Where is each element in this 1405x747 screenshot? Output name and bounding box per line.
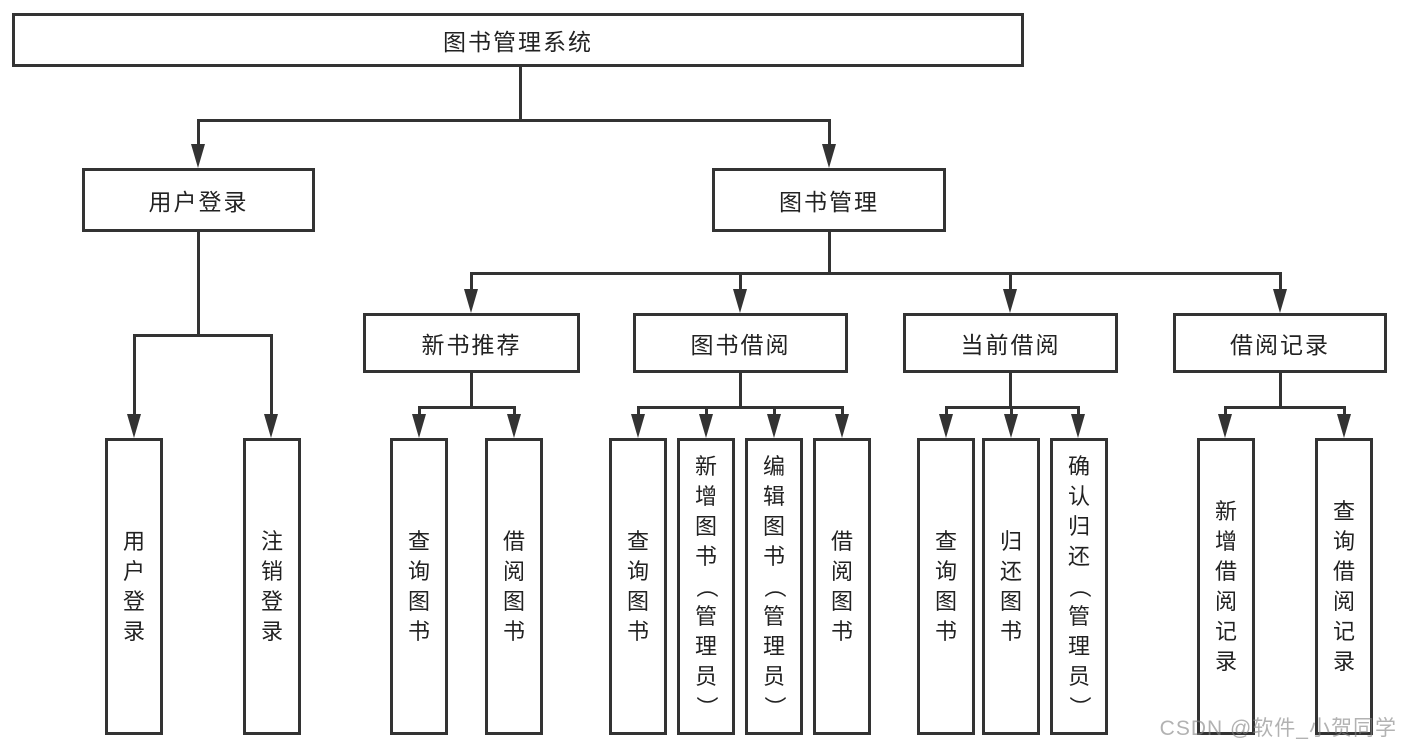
node-label: 图书借阅 bbox=[690, 332, 791, 358]
connector-line bbox=[197, 119, 830, 122]
arrow-down-icon bbox=[835, 414, 849, 438]
connector-line bbox=[637, 406, 640, 418]
leaf-label: 查询图书 bbox=[407, 528, 430, 644]
leaf-query-borrow-record: 查询借阅记录 bbox=[1315, 438, 1373, 735]
connector-line bbox=[270, 334, 273, 418]
leaf-confirm-return-admin: 确认归还（管理员） bbox=[1050, 438, 1108, 735]
connector-line bbox=[1077, 406, 1080, 418]
connector-line bbox=[470, 272, 1281, 275]
connector-line bbox=[739, 373, 742, 409]
csdn-watermark: CSDN @软件_小贺同学 bbox=[1159, 717, 1397, 740]
arrow-down-icon bbox=[191, 144, 205, 168]
arrow-down-icon bbox=[699, 414, 713, 438]
arrow-down-icon bbox=[464, 289, 478, 313]
arrow-down-icon bbox=[412, 414, 426, 438]
arrow-down-icon bbox=[767, 414, 781, 438]
leaf-label: 新增图书（管理员） bbox=[693, 453, 719, 718]
leaf-borrow-books-borrowing: 借阅图书 bbox=[813, 438, 871, 735]
leaf-label: 借阅图书 bbox=[502, 528, 525, 644]
connector-line bbox=[1224, 406, 1227, 418]
node-label: 图书管理 bbox=[779, 189, 879, 215]
arrow-down-icon bbox=[1273, 289, 1287, 313]
connector-line bbox=[773, 406, 776, 418]
leaf-label: 新增借阅记录 bbox=[1214, 498, 1237, 674]
arrow-down-icon bbox=[127, 414, 141, 438]
arrow-down-icon bbox=[822, 144, 836, 168]
connector-line bbox=[197, 232, 200, 336]
connector-line bbox=[637, 406, 844, 409]
leaf-label: 归还图书 bbox=[999, 528, 1022, 644]
node-label: 借阅记录 bbox=[1230, 332, 1330, 358]
connector-line bbox=[828, 119, 831, 149]
connector-line bbox=[513, 406, 516, 418]
leaf-add-books-admin: 新增图书（管理员） bbox=[677, 438, 735, 735]
arrow-down-icon bbox=[1003, 289, 1017, 313]
leaf-query-books-borrowing: 查询图书 bbox=[609, 438, 667, 735]
leaf-label: 编辑图书（管理员） bbox=[761, 453, 787, 718]
arrow-down-icon bbox=[631, 414, 645, 438]
arrow-down-icon bbox=[1218, 414, 1232, 438]
node-current-borrowing: 当前借阅 bbox=[903, 313, 1118, 373]
arrow-down-icon bbox=[1004, 414, 1018, 438]
connector-line bbox=[197, 119, 200, 149]
arrow-down-icon bbox=[507, 414, 521, 438]
connector-line bbox=[470, 272, 473, 294]
leaf-return-books: 归还图书 bbox=[982, 438, 1040, 735]
connector-line bbox=[1279, 272, 1282, 294]
node-label: 新书推荐 bbox=[421, 332, 522, 358]
arrow-down-icon bbox=[939, 414, 953, 438]
connector-line bbox=[705, 406, 708, 418]
node-library-management-system: 图书管理系统 bbox=[12, 13, 1024, 67]
leaf-label: 注销登录 bbox=[260, 528, 283, 644]
leaf-label: 借阅图书 bbox=[830, 528, 853, 644]
leaf-label: 查询图书 bbox=[934, 528, 957, 644]
connector-line bbox=[1010, 406, 1013, 418]
connector-line bbox=[519, 65, 522, 121]
node-label: 用户登录 bbox=[148, 189, 249, 215]
node-book-management: 图书管理 bbox=[712, 168, 946, 232]
leaf-label: 确认归还（管理员） bbox=[1066, 453, 1092, 718]
leaf-borrow-books-recommend: 借阅图书 bbox=[485, 438, 543, 735]
connector-line bbox=[828, 232, 831, 275]
leaf-label: 查询图书 bbox=[626, 528, 649, 644]
leaf-edit-books-admin: 编辑图书（管理员） bbox=[745, 438, 803, 735]
node-new-book-recommend: 新书推荐 bbox=[363, 313, 580, 373]
leaf-label: 查询借阅记录 bbox=[1332, 498, 1355, 674]
node-borrowing-records: 借阅记录 bbox=[1173, 313, 1387, 373]
connector-line bbox=[1009, 272, 1012, 294]
leaf-query-books-current: 查询图书 bbox=[917, 438, 975, 735]
connector-line bbox=[739, 272, 742, 294]
connector-line bbox=[133, 334, 136, 418]
node-label: 图书管理系统 bbox=[443, 29, 593, 55]
connector-line bbox=[418, 406, 516, 409]
arrow-down-icon bbox=[1337, 414, 1351, 438]
leaf-query-books-recommend: 查询图书 bbox=[390, 438, 448, 735]
arrow-down-icon bbox=[733, 289, 747, 313]
arrow-down-icon bbox=[264, 414, 278, 438]
connector-line bbox=[1224, 406, 1345, 409]
connector-line bbox=[418, 406, 421, 418]
node-book-borrowing: 图书借阅 bbox=[633, 313, 848, 373]
connector-line bbox=[470, 373, 473, 409]
arrow-down-icon bbox=[1071, 414, 1085, 438]
node-label: 当前借阅 bbox=[960, 332, 1061, 358]
leaf-label: 用户登录 bbox=[122, 528, 145, 644]
connector-line bbox=[1009, 373, 1012, 409]
node-user-login: 用户登录 bbox=[82, 168, 315, 232]
leaf-add-borrow-record: 新增借阅记录 bbox=[1197, 438, 1255, 735]
leaf-logout: 注销登录 bbox=[243, 438, 301, 735]
connector-line bbox=[1343, 406, 1346, 418]
leaf-user-login: 用户登录 bbox=[105, 438, 163, 735]
connector-line bbox=[133, 334, 273, 337]
connector-line bbox=[945, 406, 948, 418]
connector-line bbox=[841, 406, 844, 418]
connector-line bbox=[1279, 373, 1282, 409]
